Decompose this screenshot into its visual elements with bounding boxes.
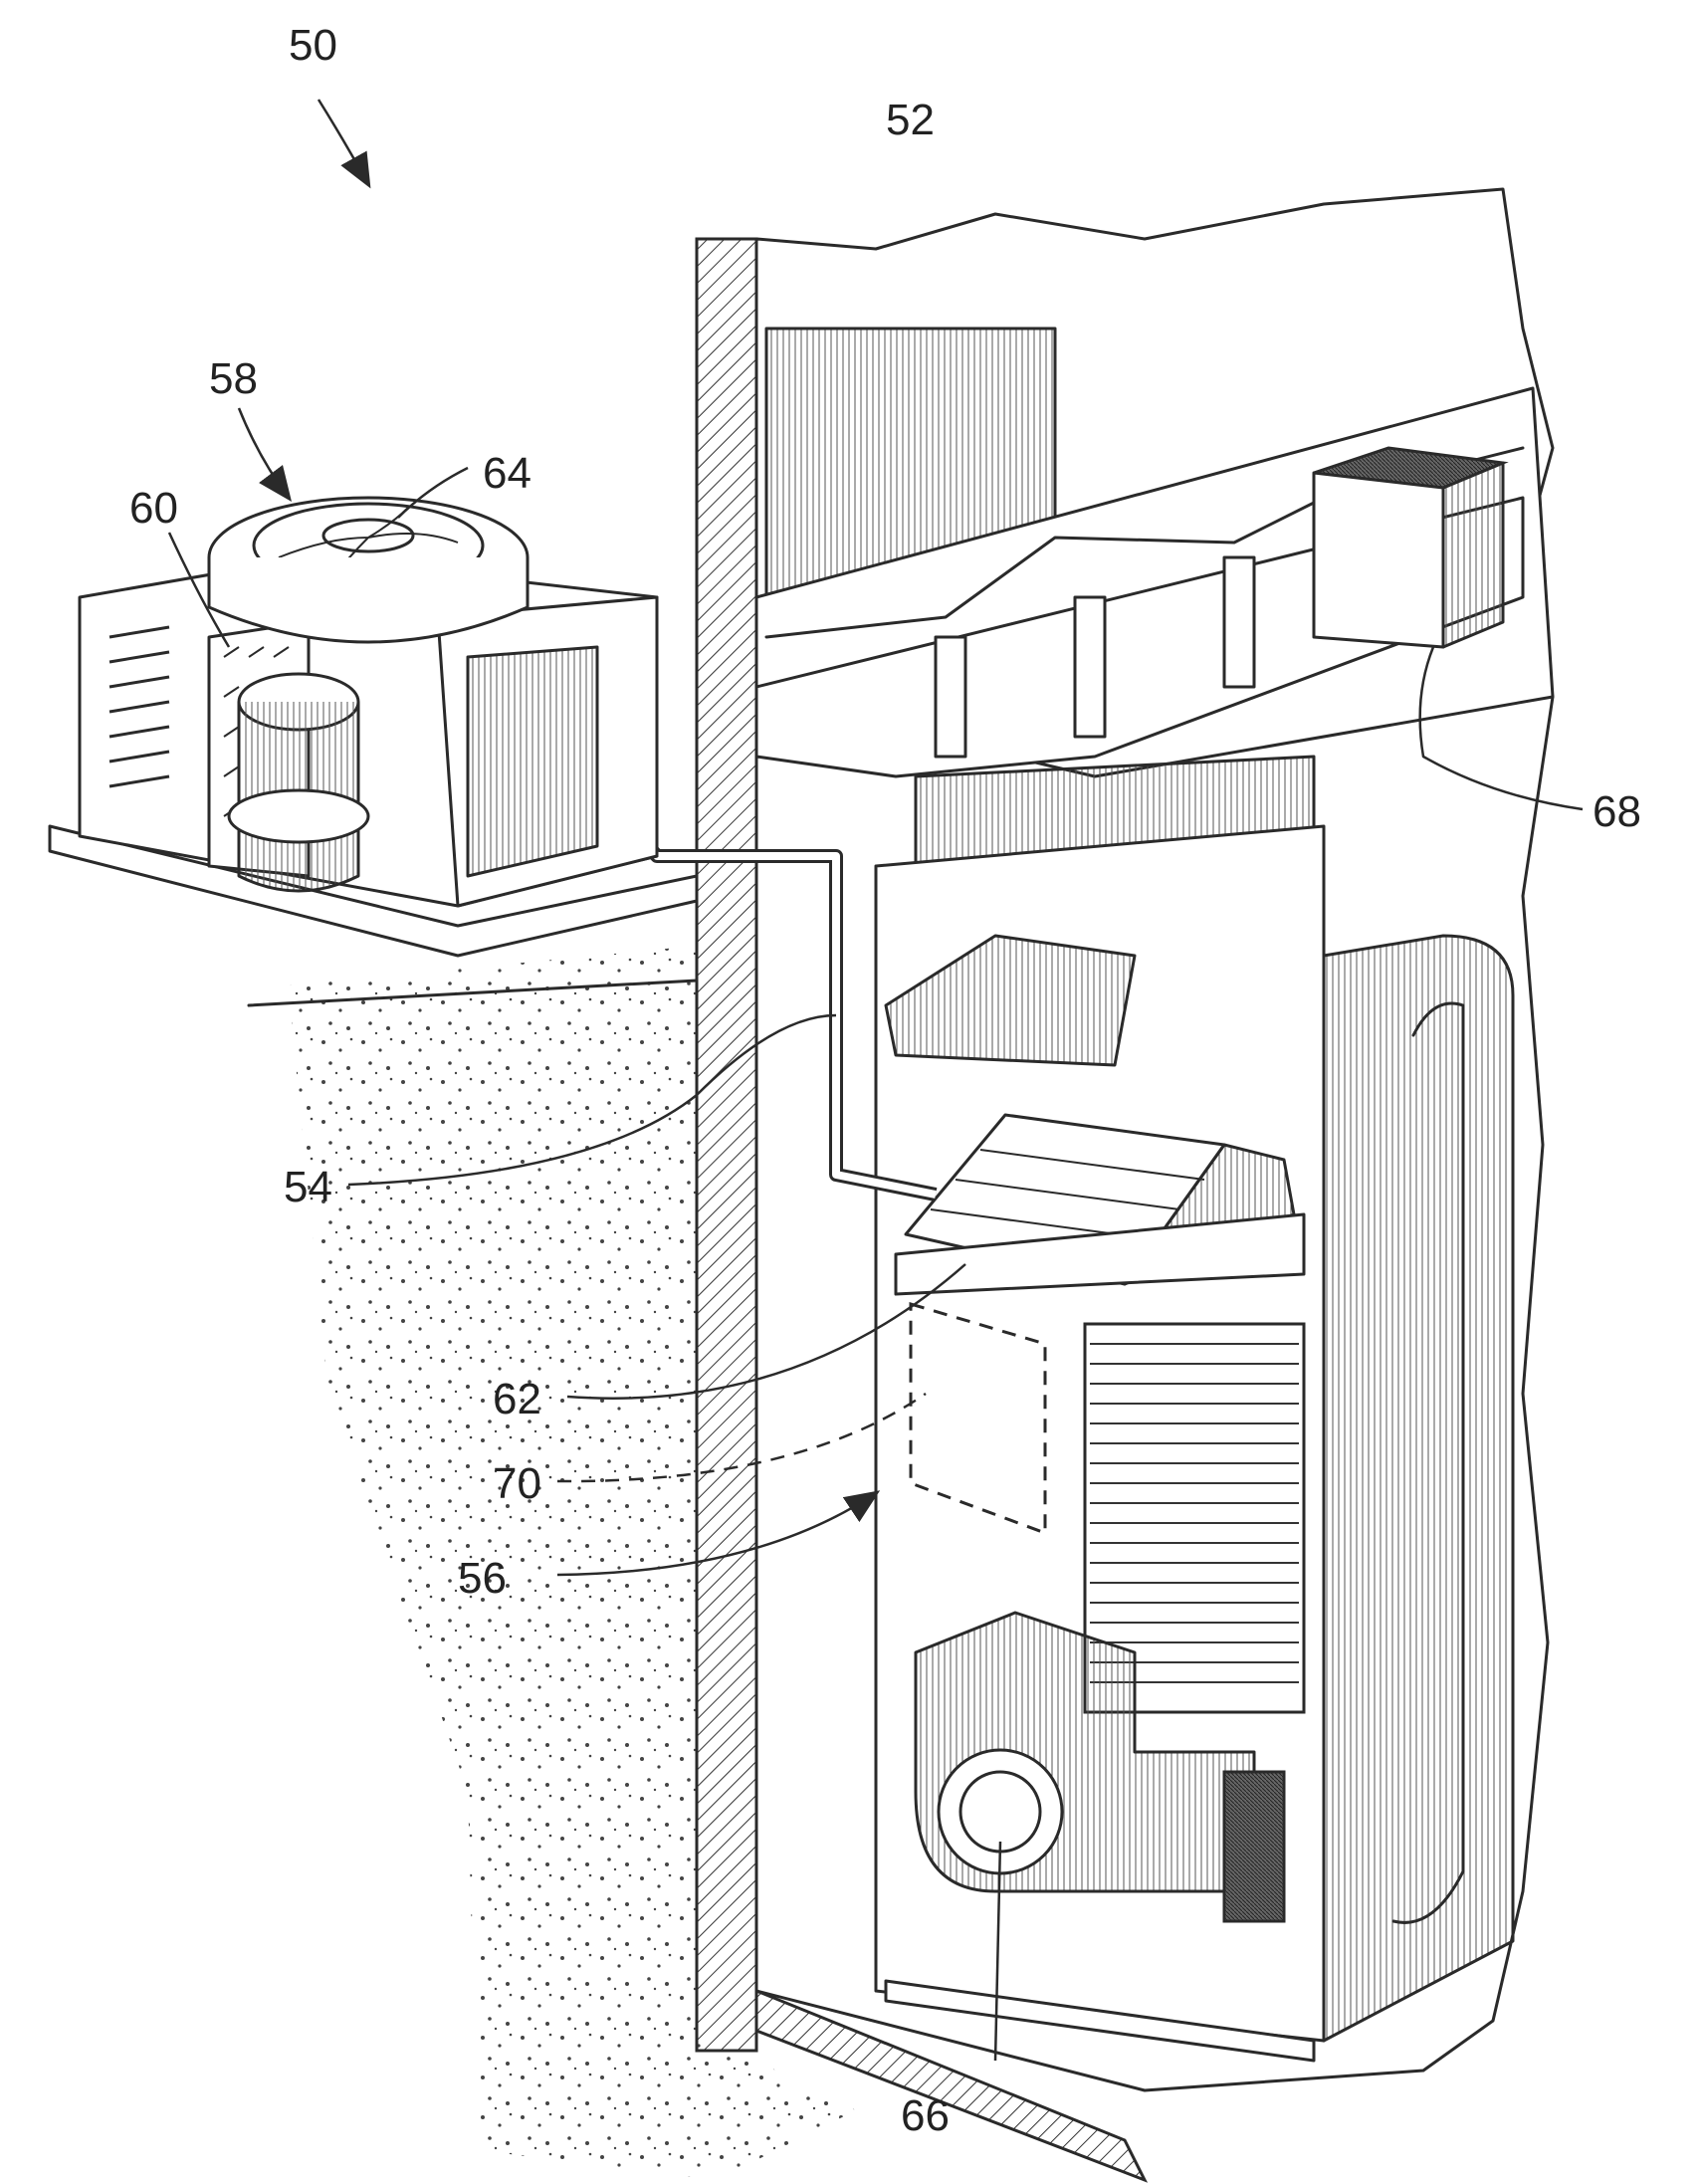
blower-motor	[1224, 1772, 1284, 1921]
duct-baffle-3	[1224, 557, 1254, 687]
outdoor-unit-side-shade	[468, 647, 597, 876]
label-60: 60	[129, 484, 178, 533]
exterior-wall	[697, 239, 756, 2051]
label-66: 66	[901, 2091, 950, 2140]
label-52: 52	[886, 96, 935, 144]
cabinet-side-panel	[1324, 936, 1513, 2041]
supply-box-front	[1314, 473, 1443, 647]
blower-hub	[960, 1772, 1040, 1852]
label-50: 50	[289, 21, 337, 70]
label-58: 58	[209, 354, 258, 403]
compressor-band	[229, 790, 368, 842]
supply-box-side	[1443, 463, 1503, 647]
leader-58	[239, 408, 289, 498]
label-68: 68	[1593, 787, 1641, 836]
label-56: 56	[458, 1554, 507, 1603]
label-62: 62	[493, 1375, 541, 1423]
duct-baffle-1	[936, 637, 965, 757]
duct-baffle-2	[1075, 597, 1105, 737]
label-54: 54	[284, 1163, 332, 1211]
label-64: 64	[483, 449, 532, 498]
leader-50	[319, 100, 368, 184]
outdoor-fan-hub	[323, 520, 413, 551]
label-70: 70	[493, 1459, 541, 1508]
